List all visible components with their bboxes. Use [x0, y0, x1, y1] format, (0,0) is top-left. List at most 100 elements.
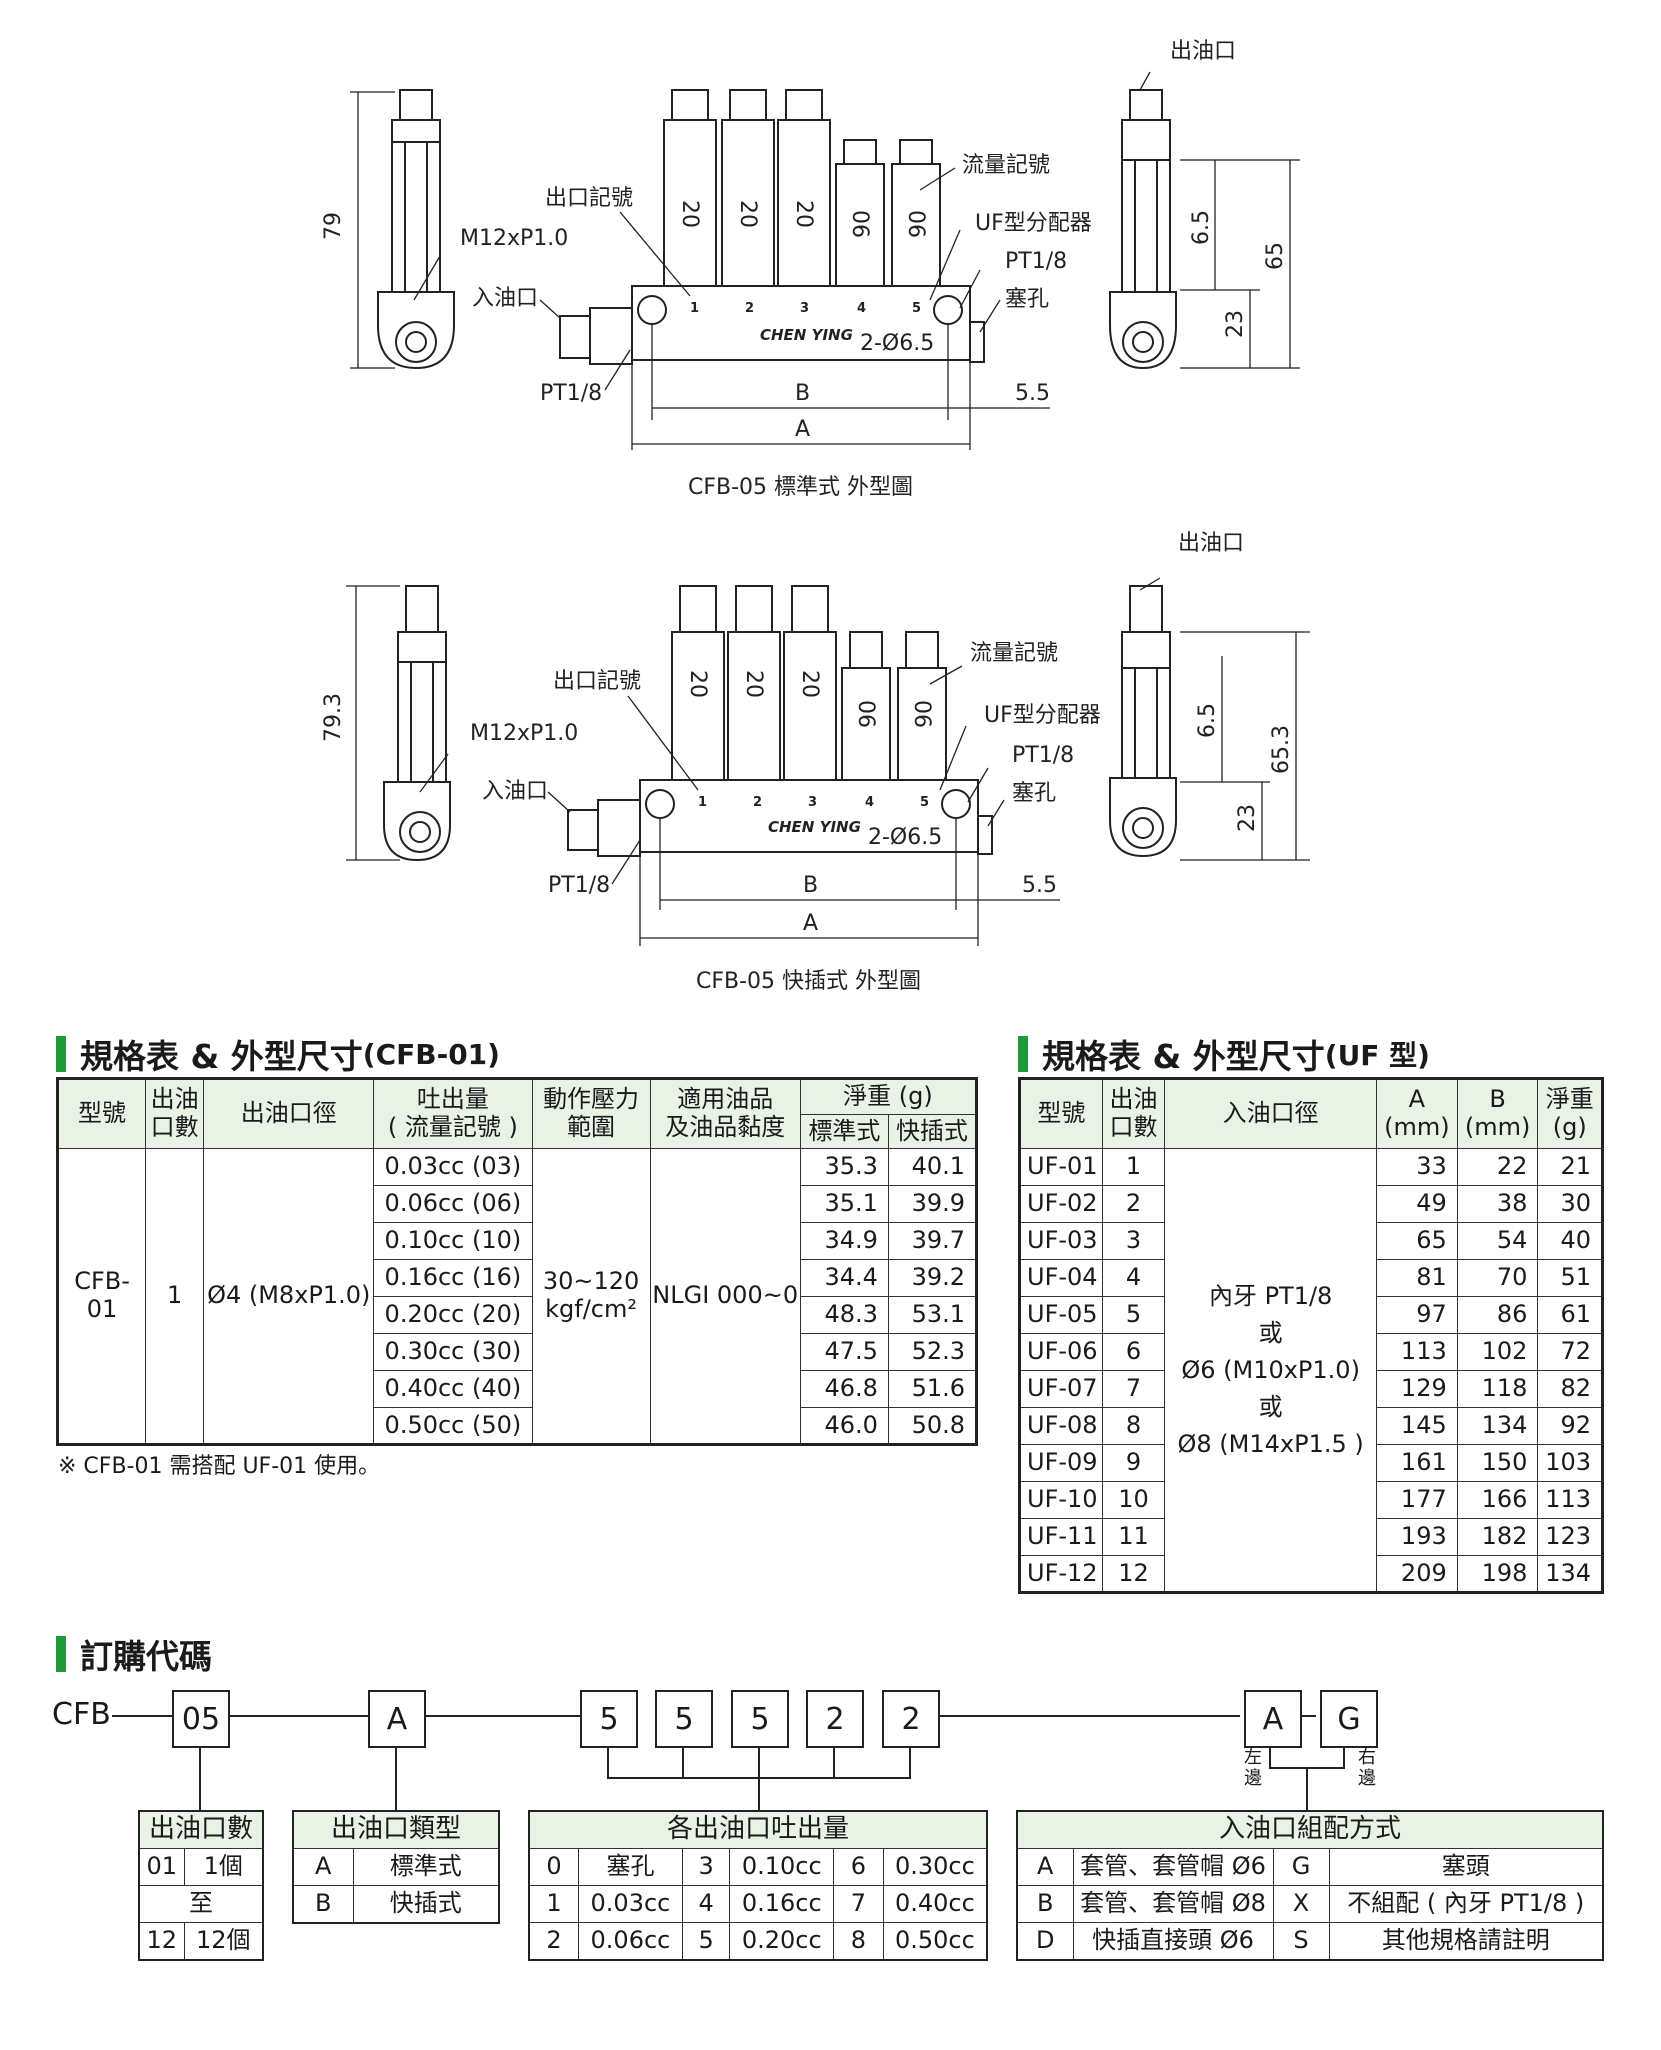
label-outlet: 出油口 [1170, 39, 1236, 64]
section-title-uf: 規格表 & 外型尺寸 (UF 型) [1018, 1030, 1430, 1078]
cell-outlets: 1 [145, 1148, 205, 1445]
cell-b: 86 [1456, 1296, 1539, 1334]
cell-code: 6 [833, 1848, 884, 1886]
cell-output: 0.30cc (30) [373, 1333, 533, 1371]
label-inlet: 入油口 [472, 286, 538, 311]
cell-std: 34.9 [799, 1222, 889, 1260]
cell-code: 12 [138, 1922, 185, 1961]
label-outlet-mark: 出口記號 [553, 669, 641, 694]
cell-std: 35.3 [799, 1148, 889, 1186]
cell-a: 193 [1376, 1518, 1458, 1556]
cell-a: 65 [1376, 1222, 1458, 1260]
port-num: 5 [912, 301, 921, 316]
dim-height: 6.5 [1195, 703, 1220, 738]
title-text: 訂購代碼 [80, 1637, 212, 1676]
header-model: 型號 [56, 1078, 147, 1149]
port-num: 4 [865, 795, 874, 810]
cell-value: 0.03cc [578, 1885, 683, 1923]
cell-a: 113 [1376, 1333, 1458, 1371]
cell-model: UF-04 [1019, 1259, 1103, 1297]
cell-std: 46.8 [799, 1370, 889, 1408]
cell-code: 4 [681, 1885, 731, 1923]
cell-weight: 92 [1537, 1407, 1603, 1445]
cell-code: 5 [681, 1922, 731, 1961]
order-prefix: CFB [52, 1697, 111, 1732]
cell-value: 快插直接頭 Ø6 [1072, 1922, 1274, 1961]
drawing-caption: CFB-05 快插式 外型圖 [696, 969, 921, 994]
label-flow-mark: 流量記號 [970, 641, 1058, 666]
port-num: 3 [800, 301, 809, 316]
header-a: A(mm) [1376, 1078, 1458, 1149]
dim-b: B [803, 873, 818, 898]
body-mark: 20 [685, 670, 710, 698]
cell-oil: NLGI 000~0 [649, 1148, 801, 1445]
cell-value: 0.40cc [882, 1885, 988, 1923]
title-suffix: (CFB-01) [362, 1037, 500, 1071]
drawing-standard: 20 20 20 06 06 1 2 3 4 5 CHEN YING 79 65… [321, 39, 1300, 500]
cell-dia: Ø4 (M8xP1.0) [203, 1148, 375, 1445]
header-dia: 出油口徑 [203, 1078, 375, 1149]
body-mark: 20 [677, 200, 702, 228]
cell-model: UF-10 [1019, 1481, 1103, 1519]
cell-outlets: 2 [1101, 1185, 1166, 1223]
cell-output: 0.40cc (40) [373, 1370, 533, 1408]
cell-code: 2 [528, 1922, 580, 1961]
header-weight: 淨重 (g) [799, 1078, 978, 1115]
cell-a: 49 [1376, 1185, 1458, 1223]
cell-outlets: 12 [1101, 1555, 1166, 1593]
header-model: 型號 [1019, 1078, 1103, 1149]
label-inlet: 入油口 [482, 779, 548, 804]
code-box-flow: 5 [580, 1690, 638, 1748]
cell-quick: 39.9 [887, 1185, 978, 1223]
dim-height: 65 [1263, 242, 1288, 270]
cell-quick: 39.2 [887, 1259, 978, 1297]
dim-offset: 5.5 [1022, 873, 1057, 898]
cell-model: UF-01 [1019, 1148, 1103, 1186]
code-box-flow: 5 [655, 1690, 713, 1748]
code-box-flow: 2 [882, 1690, 940, 1748]
dim-height: 79 [321, 212, 346, 240]
code-box-type: A [368, 1690, 426, 1748]
cell-weight: 123 [1537, 1518, 1603, 1556]
label-hole: 2-Ø6.5 [860, 331, 934, 356]
label-pt: PT1/8 [1012, 743, 1074, 768]
cell-weight: 51 [1537, 1259, 1603, 1297]
code-box-flow: 5 [731, 1690, 789, 1748]
body-mark: 06 [847, 210, 872, 238]
cell-code: 0 [528, 1848, 580, 1886]
cell-weight: 61 [1537, 1296, 1603, 1334]
label-uf: UF型分配器 [984, 703, 1101, 728]
code-box-flow: 2 [806, 1690, 864, 1748]
header-w-label: 淨重 [1545, 1085, 1594, 1114]
port-num: 5 [920, 795, 929, 810]
cell-a: 33 [1376, 1148, 1458, 1186]
cell-value: 至 [138, 1885, 264, 1923]
cell-b: 134 [1456, 1407, 1539, 1445]
cell-b: 182 [1456, 1518, 1539, 1556]
cell-b: 198 [1456, 1555, 1539, 1593]
cell-output: 0.16cc (16) [373, 1259, 533, 1297]
cell-value: 標準式 [352, 1848, 500, 1886]
label-plug: 塞孔 [1005, 287, 1049, 312]
dim-height: 79.3 [321, 693, 346, 742]
header-output: 吐出量( 流量記號 ) [373, 1078, 533, 1149]
inlet-line: 或 [1258, 1318, 1283, 1347]
header-oil-l2: 及油品黏度 [665, 1113, 786, 1141]
cell-output: 0.03cc (03) [373, 1148, 533, 1186]
header-w-unit: (g) [1552, 1113, 1587, 1141]
cell-output: 0.20cc (20) [373, 1296, 533, 1334]
cell-value: 快插式 [352, 1885, 500, 1924]
order-table-title: 出油口類型 [292, 1810, 500, 1849]
cell-model: CFB-01 [56, 1148, 147, 1445]
cell-quick: 40.1 [887, 1148, 978, 1186]
cell-value: 塞孔 [578, 1848, 683, 1886]
inlet-line: Ø8 (M14xP1.5 ) [1177, 1429, 1364, 1458]
